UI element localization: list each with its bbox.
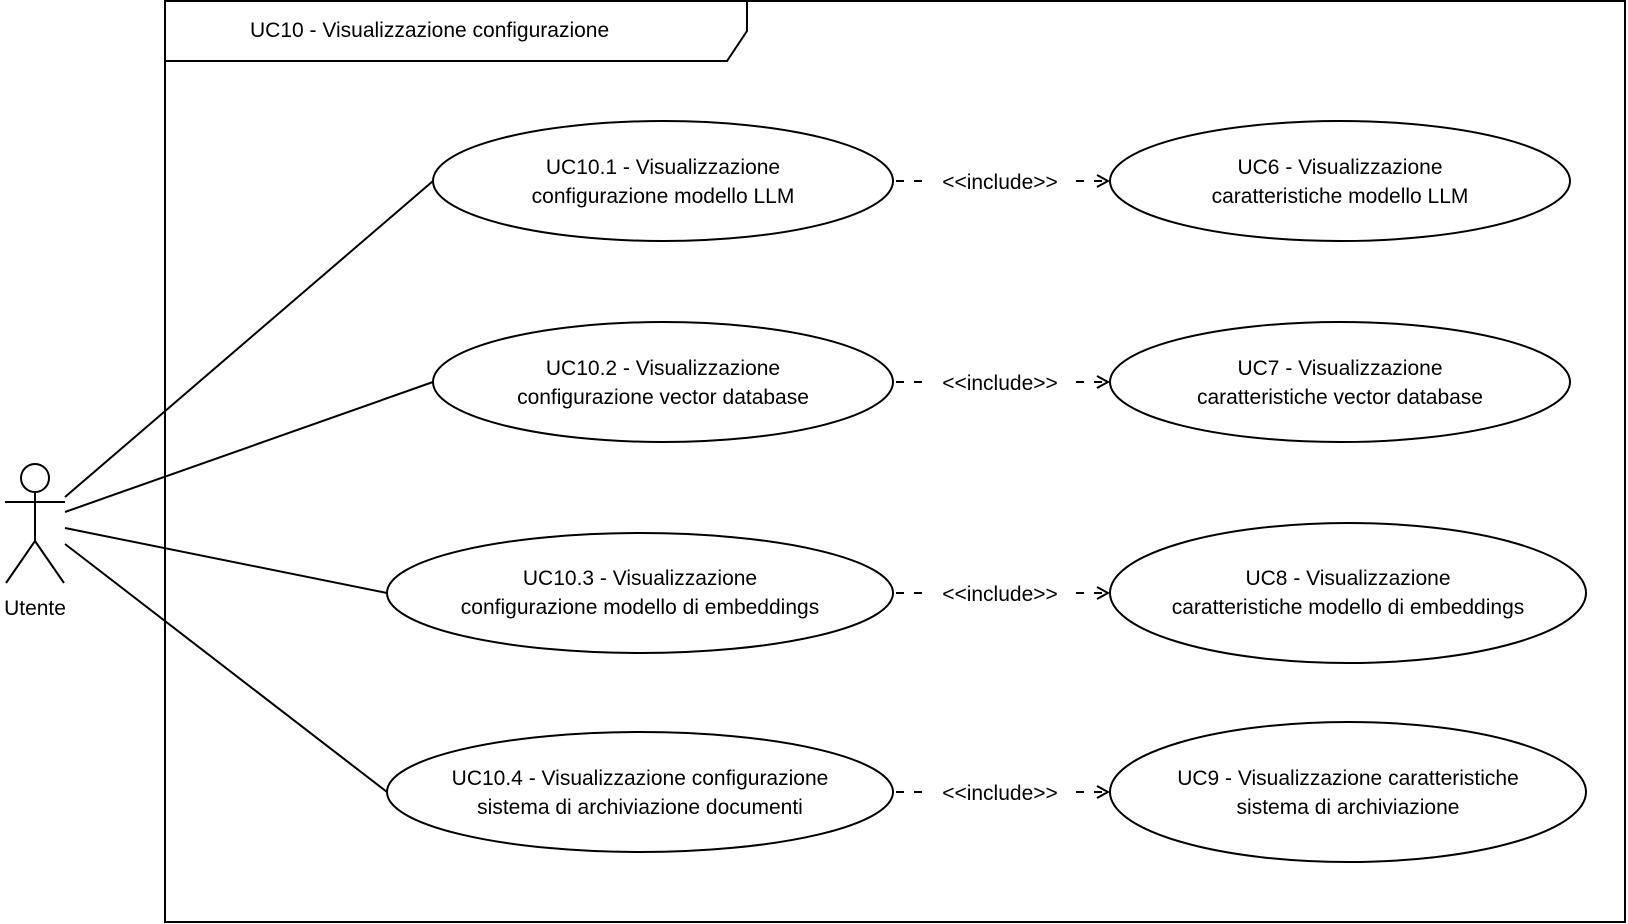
- use-case-uc10-4[interactable]: UC10.4 - Visualizzazione configurazione …: [386, 731, 894, 853]
- include-label: <<include>>: [942, 782, 1058, 805]
- use-case-label-line-2: sistema di archiviazione: [1237, 796, 1460, 819]
- use-case-label-line-2: caratteristiche vector database: [1197, 386, 1483, 409]
- use-case-label-line-1: UC10.1 - Visualizzazione: [546, 156, 780, 179]
- include-label: <<include>>: [942, 583, 1058, 606]
- actor-right-leg: [34, 540, 65, 584]
- include-dependency: <<include>>: [896, 168, 1108, 194]
- system-frame: UC10 - Visualizzazione configurazione: [164, 0, 1626, 923]
- use-case-uc10-3[interactable]: UC10.3 - Visualizzazione configurazione …: [386, 532, 894, 654]
- use-case-ellipse: [386, 731, 894, 853]
- association-line: [64, 543, 388, 793]
- use-case-label-line-1: UC8 - Visualizzazione: [1245, 567, 1450, 590]
- use-case-uc9[interactable]: UC9 - Visualizzazione caratteristiche si…: [1109, 721, 1587, 863]
- use-case-ellipse: [1109, 120, 1571, 242]
- use-case-uc7[interactable]: UC7 - Visualizzazione caratteristiche ve…: [1109, 321, 1571, 443]
- use-case-label-line-1: UC10.3 - Visualizzazione: [523, 567, 757, 590]
- include-label: <<include>>: [942, 171, 1058, 194]
- use-case-ellipse: [432, 321, 894, 443]
- use-case-ellipse: [1109, 321, 1571, 443]
- association-line: [64, 527, 388, 594]
- include-label-bg: [926, 779, 1074, 805]
- actor-label: Utente: [4, 597, 66, 620]
- use-case-label-line-2: sistema di archiviazione documenti: [477, 796, 803, 819]
- use-case-label-line-1: UC6 - Visualizzazione: [1237, 156, 1442, 179]
- frame-title-tab: [165, 1, 748, 62]
- include-dependency: <<include>>: [896, 369, 1108, 395]
- use-case-uc8[interactable]: UC8 - Visualizzazione caratteristiche mo…: [1109, 522, 1587, 664]
- system-boundary: [164, 0, 1626, 923]
- associations: [64, 180, 434, 793]
- include-label-bg: [926, 168, 1074, 194]
- include-dependencies: <<include>> <<include>> <<include>> <<in…: [896, 168, 1108, 805]
- include-dependency: <<include>>: [896, 779, 1108, 805]
- use-case-ellipse: [386, 532, 894, 654]
- actor-left-leg: [5, 540, 36, 584]
- include-dependency: <<include>>: [896, 580, 1108, 606]
- use-case-label-line-1: UC10.4 - Visualizzazione configurazione: [452, 767, 829, 790]
- use-case-label-line-1: UC7 - Visualizzazione: [1237, 357, 1442, 380]
- include-label-bg: [926, 369, 1074, 395]
- use-case-uc10-1[interactable]: UC10.1 - Visualizzazione configurazione …: [432, 120, 894, 242]
- use-case-uc10-2[interactable]: UC10.2 - Visualizzazione configurazione …: [432, 321, 894, 443]
- association-line: [64, 180, 434, 498]
- use-case-uc6[interactable]: UC6 - Visualizzazione caratteristiche mo…: [1109, 120, 1571, 242]
- frame-title: UC10 - Visualizzazione configurazione: [250, 19, 609, 42]
- include-label: <<include>>: [942, 372, 1058, 395]
- use-case-ellipse: [432, 120, 894, 242]
- actor-utente[interactable]: Utente: [4, 463, 66, 620]
- use-case-label-line-2: configurazione modello LLM: [532, 185, 795, 208]
- use-case-label-line-1: UC10.2 - Visualizzazione: [546, 357, 780, 380]
- use-case-label-line-1: UC9 - Visualizzazione caratteristiche: [1177, 767, 1519, 790]
- use-case-label-line-2: caratteristiche modello LLM: [1212, 185, 1469, 208]
- actor-head: [20, 463, 50, 493]
- use-case-label-line-2: caratteristiche modello di embeddings: [1172, 596, 1525, 619]
- use-case-label-line-2: configurazione modello di embeddings: [461, 596, 819, 619]
- use-case-label-line-2: configurazione vector database: [517, 386, 809, 409]
- use-case-ellipse: [1109, 522, 1587, 664]
- use-case-ellipse: [1109, 721, 1587, 863]
- association-line: [64, 381, 434, 513]
- include-label-bg: [926, 580, 1074, 606]
